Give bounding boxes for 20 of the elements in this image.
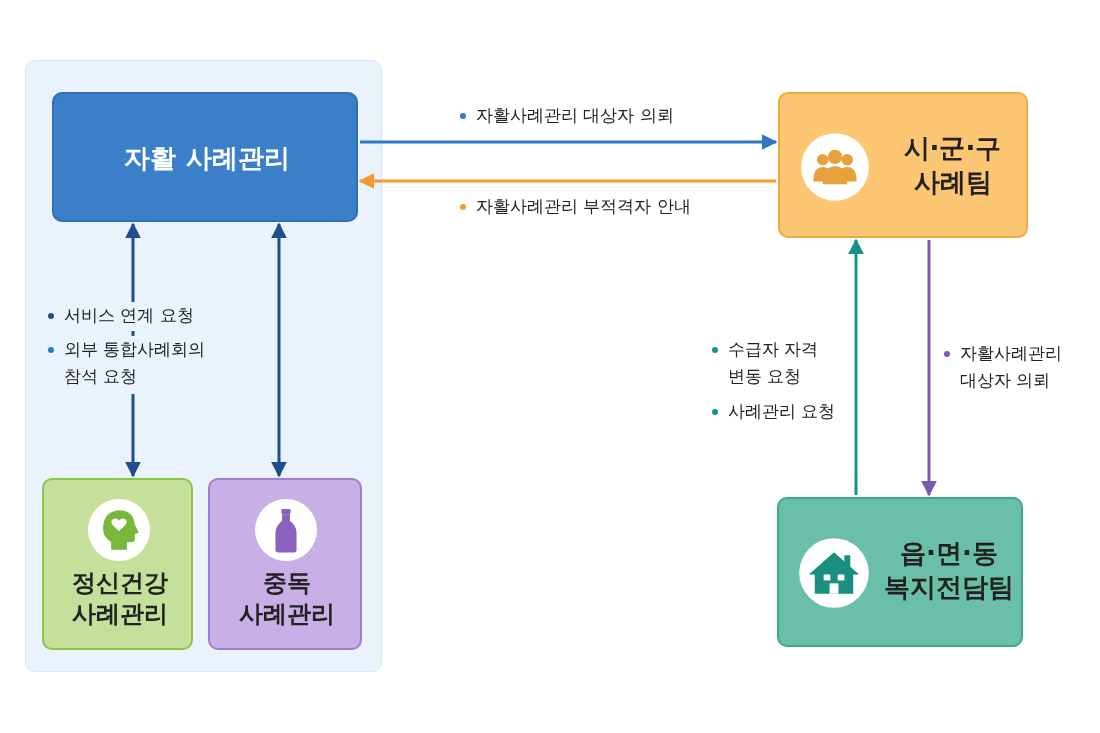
node-title: 읍·면·동 복지전담팀 bbox=[883, 537, 1015, 604]
edge-label: 자활사례관리 대상자 의뢰 bbox=[460, 102, 740, 130]
edge-label: 자활사례관리 부적격자 안내 bbox=[460, 193, 750, 221]
arrow bbox=[358, 173, 776, 189]
node-title: 중독 사례관리 bbox=[238, 568, 336, 631]
team-box bbox=[778, 92, 1028, 238]
service-box bbox=[42, 478, 193, 650]
arrow bbox=[360, 134, 778, 150]
arrow bbox=[848, 238, 864, 495]
note-text: 사례관리 요청 bbox=[712, 398, 852, 426]
team-box bbox=[777, 497, 1023, 647]
node-title: 시·군·구 사례팀 bbox=[902, 132, 1003, 199]
node-title: 정신건강 사례관리 bbox=[70, 568, 169, 631]
process-box bbox=[52, 92, 358, 222]
edge-label: 자활사례관리 대상자 의뢰 bbox=[944, 340, 1084, 395]
arrow bbox=[271, 222, 287, 478]
node-title: 자활 사례관리 bbox=[123, 142, 291, 175]
arrow bbox=[921, 240, 937, 497]
service-box bbox=[208, 478, 362, 650]
edge-label: 수급자 자격 변동 요청 bbox=[712, 336, 847, 391]
